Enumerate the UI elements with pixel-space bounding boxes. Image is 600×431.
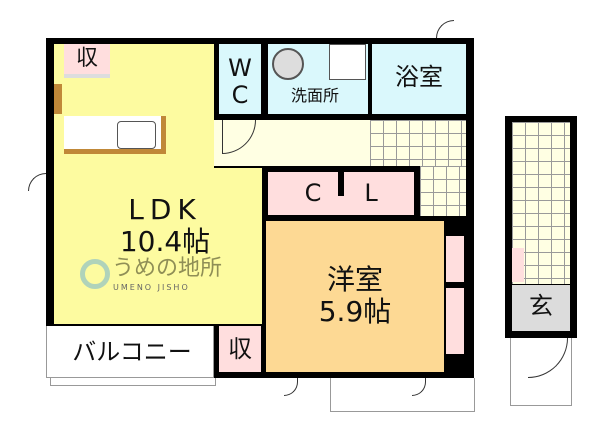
closet-strip-upper	[446, 236, 464, 282]
balcony-label: バルコニー	[72, 338, 192, 366]
vanity-icon	[329, 44, 366, 80]
side-door[interactable]	[28, 173, 46, 191]
closet-label-c: C	[304, 179, 322, 207]
ldk-room-lower	[54, 168, 262, 324]
entrance-porch	[510, 338, 572, 406]
staircase[interactable]	[370, 120, 466, 166]
sink-icon	[117, 121, 156, 149]
storage-bottom-label: 収	[228, 335, 252, 363]
balcony	[46, 326, 214, 378]
closet-label-l: L	[364, 179, 378, 207]
entrance-shoe-box	[512, 248, 524, 282]
entrance-label: 玄	[529, 292, 553, 320]
wc-room	[219, 44, 261, 114]
south-balcony	[330, 378, 475, 412]
kitchen-counter	[64, 116, 166, 154]
entrance-area	[512, 285, 570, 331]
back-door[interactable]	[436, 20, 454, 38]
counter-side	[54, 84, 62, 114]
watermark-romaji: UMENO JISHO	[113, 283, 190, 292]
ldk-name: LDK	[128, 193, 202, 226]
watermark-logo-icon	[80, 259, 110, 289]
washroom-label: 洗面所	[290, 86, 339, 105]
western-room-size: 5.9帖	[318, 295, 392, 328]
storage-bottom	[219, 326, 261, 372]
closet-divider	[338, 172, 344, 196]
western-room-name: 洋室	[326, 263, 383, 296]
storage-top	[64, 44, 110, 78]
western-room	[266, 221, 444, 372]
watermark-name: うめの地所	[112, 256, 223, 281]
washing-machine-icon	[272, 48, 304, 80]
western-door-left[interactable]	[284, 378, 298, 396]
bathroom	[372, 44, 466, 114]
ldk-size: 10.4帖	[119, 225, 211, 258]
staircase-lower[interactable]	[420, 166, 466, 216]
wc-label-c: C	[231, 81, 249, 109]
closet-strip-lower	[446, 288, 464, 354]
bath-label: 浴室	[395, 63, 443, 91]
wc-label-w: W	[228, 54, 252, 82]
balcony-rail	[50, 378, 216, 386]
storage-top-label: 収	[75, 46, 98, 71]
